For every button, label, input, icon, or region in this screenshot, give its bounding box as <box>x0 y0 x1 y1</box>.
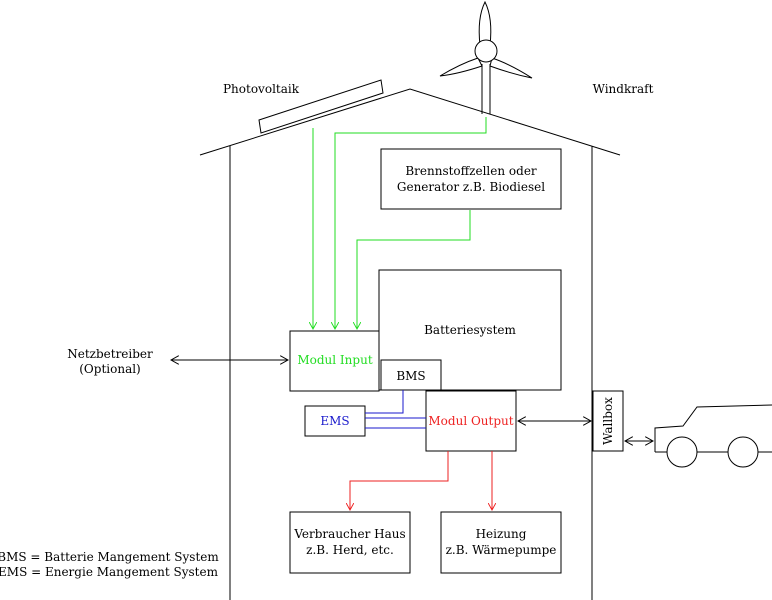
solar-panel-icon <box>258 79 384 134</box>
control-lines <box>365 390 426 429</box>
consumer-house-box <box>289 511 411 574</box>
heating-box <box>440 511 562 574</box>
heating-label-line1: Heizung <box>476 527 527 541</box>
generation-lines <box>313 117 487 329</box>
module-output-box <box>425 390 517 452</box>
roof <box>199 88 621 156</box>
ems-bms-line <box>365 390 404 414</box>
car-icon <box>654 404 772 468</box>
battery-system-label: Batteriesystem <box>424 323 516 337</box>
fuelcell-label-line1: Brennstoffzellen oder <box>405 164 537 178</box>
legend-bms-definition: BMS = Batterie Mangement System <box>0 550 219 564</box>
output-lines <box>350 451 492 510</box>
grid-operator-label-line2: (Optional) <box>79 362 141 376</box>
grid-operator-label-line1: Netzbetreiber <box>67 347 153 361</box>
module-input-label: Modul Input <box>297 353 372 367</box>
fuelcell-label-line2: Generator z.B. Biodiesel <box>397 180 545 194</box>
ems-box <box>304 405 366 437</box>
bms-box <box>380 359 442 391</box>
heating-label-line2: z.B. Wärmepumpe <box>446 543 557 557</box>
wallbox-label: Wallbox <box>601 397 615 445</box>
fuelcell-box <box>380 148 562 210</box>
wind-line <box>335 117 487 329</box>
windkraft-label: Windkraft <box>593 82 654 96</box>
legend-ems-definition: EMS = Energie Mangement System <box>0 565 219 579</box>
consumer-house-label-line1: Verbraucher Haus <box>293 527 405 541</box>
house-outline <box>199 88 621 600</box>
consumer-house-label-line2: z.B. Herd, etc. <box>306 543 394 557</box>
ems-label: EMS <box>320 414 349 428</box>
wallbox-box <box>592 390 624 452</box>
module-output-label: Modul Output <box>428 414 513 428</box>
fuelcell-line <box>357 210 471 329</box>
photovoltaik-label: Photovoltaik <box>223 82 300 96</box>
wind-turbine-icon <box>439 0 533 114</box>
module-input-box <box>289 330 380 392</box>
output-to-consumer-line <box>350 451 449 510</box>
bms-label: BMS <box>396 369 425 383</box>
